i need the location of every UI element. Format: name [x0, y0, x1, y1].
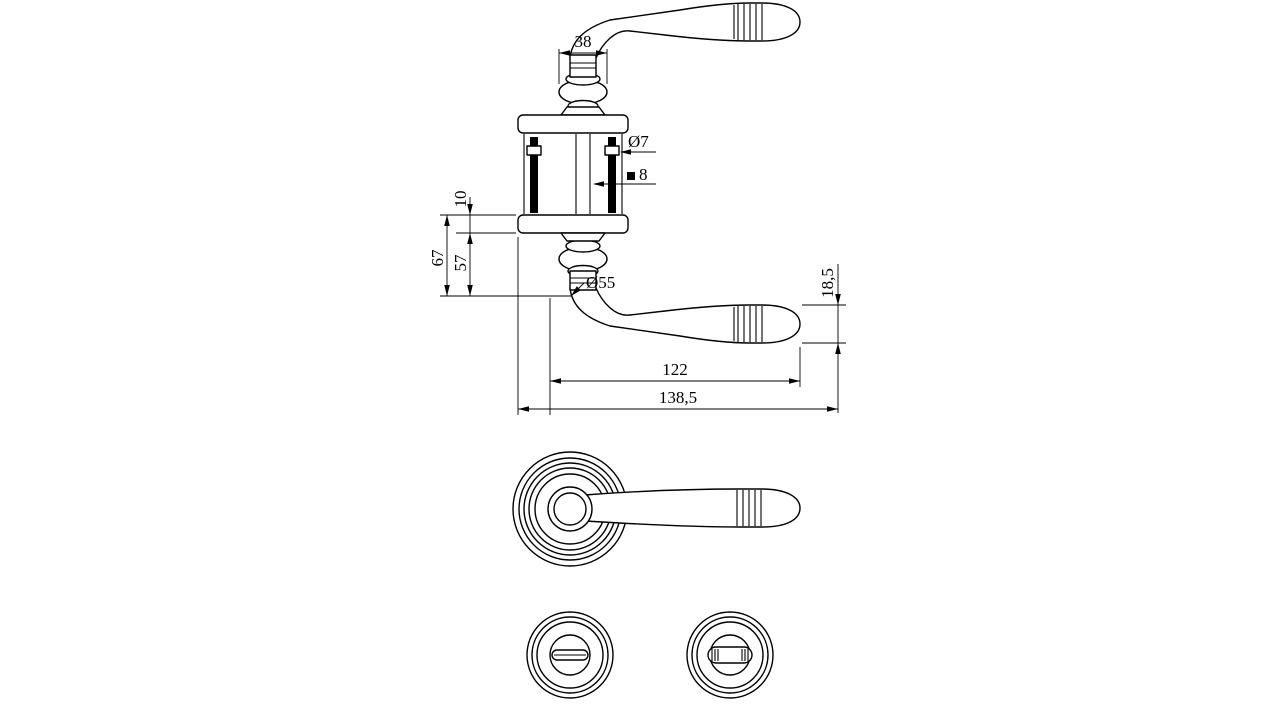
lower-grip-rings [733, 306, 763, 342]
dimensions: 38 Ø7 8 67 10 57 Ø55 18,5 [428, 32, 846, 415]
dim-screw-diameter-label: Ø7 [628, 132, 649, 151]
dimension-arrow [571, 286, 581, 296]
upper-rose-plate [517, 114, 629, 134]
upper-lever-arm [569, 2, 801, 59]
dim-total-length-label: 138,5 [659, 388, 697, 407]
dimension-arrow [467, 285, 473, 296]
dimension-arrow [596, 50, 607, 56]
dim-rose-diameter-label: Ø55 [586, 273, 615, 292]
dim-total-depth-label: 67 [428, 249, 447, 267]
dimension-arrow [835, 343, 841, 354]
lower-rose-plate [517, 214, 629, 234]
lower-neck-tube [569, 270, 597, 291]
fixing-bolt [608, 137, 616, 213]
bolt-nut [604, 145, 620, 156]
dim-handle-depth-label: 57 [451, 254, 470, 272]
dim-grip-height-label: 18,5 [818, 268, 837, 298]
dimension-arrow [789, 378, 800, 384]
dim-rose-thickness-label: 10 [451, 191, 470, 208]
bolt-nut [526, 145, 542, 156]
dimension-arrow [467, 233, 473, 244]
dimension-arrow [835, 294, 841, 305]
dimension-arrow [593, 181, 604, 187]
dimension-arrow [444, 285, 450, 296]
thumb-turn [707, 646, 753, 664]
dimension-arrow [518, 406, 529, 412]
thumb-turn-ribs [711, 649, 749, 661]
upper-neck-flare [560, 106, 606, 116]
front-view-handle [512, 451, 801, 567]
front-grip-rings [736, 490, 762, 526]
dim-lever-length-label: 122 [662, 360, 688, 379]
mounting-hardware [523, 134, 623, 214]
side-view [517, 2, 801, 344]
wc-rosette-thumbturn [686, 611, 774, 699]
lower-neck-bead [565, 239, 601, 253]
dimension-arrow [467, 204, 473, 215]
dim-spindle-size-label: 8 [639, 165, 648, 184]
dim-neck-width-label: 38 [575, 32, 592, 51]
dimension-arrow [444, 215, 450, 226]
dimension-arrow [620, 149, 631, 155]
fixing-bolt [530, 137, 538, 213]
dimension-arrow [550, 378, 561, 384]
upper-neck-tube [569, 54, 597, 78]
front-view-wc-rosettes [526, 611, 774, 699]
wc-rosette-release [526, 611, 614, 699]
neck-collar-inner [553, 492, 587, 526]
upper-grip-rings [733, 4, 763, 40]
lower-neck-flare [560, 232, 606, 242]
dimension-arrow [827, 406, 838, 412]
dimension-arrow [559, 50, 570, 56]
front-lever-arm [584, 488, 801, 528]
square-section-icon [627, 172, 635, 180]
lower-lever-arm [569, 287, 801, 344]
